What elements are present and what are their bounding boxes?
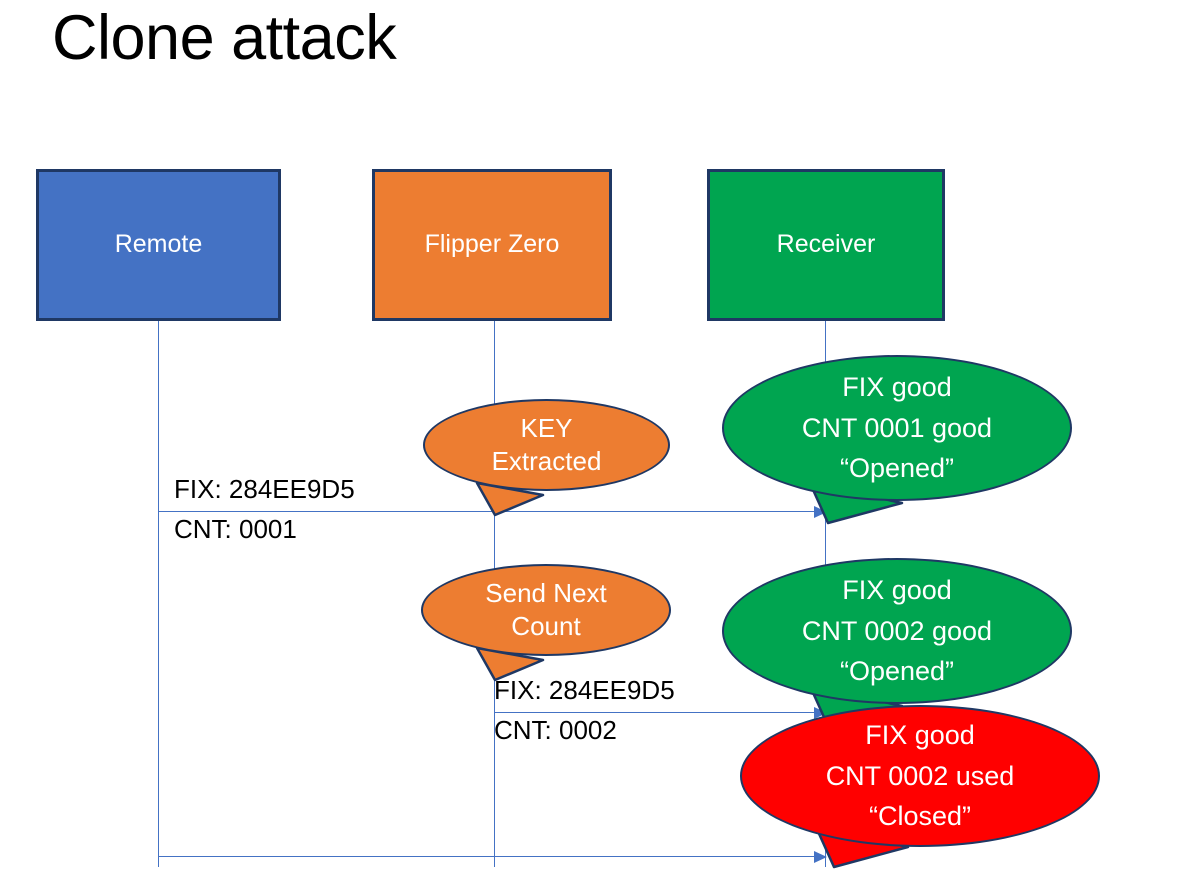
bubble-body-cnt-0002-good: FIX good CNT 0002 good “Opened”: [722, 558, 1072, 704]
message-1-cnt-label: CNT: 0001: [174, 514, 297, 544]
bubble-line: FIX good: [842, 575, 952, 606]
bubble-line: “Closed”: [868, 801, 972, 832]
bubble-body-send-next-count: Send Next Count: [421, 564, 671, 656]
bubble-line: “Opened”: [839, 453, 955, 484]
bubble-line: FIX good: [865, 720, 975, 751]
actor-box-receiver[interactable]: Receiver: [707, 169, 945, 321]
message-2-fix-label: FIX: 284EE9D5: [494, 675, 675, 705]
actor-label-receiver: Receiver: [776, 230, 876, 259]
speech-bubble-cnt-0002-used[interactable]: FIX good CNT 0002 used “Closed”: [740, 705, 1100, 869]
message-arrow-remote-to-receiver-2: [158, 851, 827, 863]
bubble-body-cnt-0001-good: FIX good CNT 0001 good “Opened”: [722, 355, 1072, 501]
bubble-body-cnt-0002-used: FIX good CNT 0002 used “Closed”: [740, 705, 1100, 847]
message-2-cnt-label: CNT: 0002: [494, 715, 617, 745]
bubble-line: Send Next: [485, 577, 607, 608]
actor-box-flipper-zero[interactable]: Flipper Zero: [372, 169, 612, 321]
bubble-body-key-extracted: KEY Extracted: [423, 399, 670, 491]
bubble-line: Count: [511, 611, 581, 641]
speech-bubble-cnt-0001-good[interactable]: FIX good CNT 0001 good “Opened”: [722, 355, 1072, 525]
bubble-line: CNT 0001 good: [801, 412, 993, 443]
actor-label-remote: Remote: [114, 230, 203, 259]
bubble-line: KEY: [520, 412, 573, 443]
page-title: Clone attack: [52, 3, 397, 73]
lifeline-remote: [158, 321, 159, 867]
speech-bubble-cnt-0002-good[interactable]: FIX good CNT 0002 good “Opened”: [722, 558, 1072, 728]
bubble-line: “Opened”: [839, 656, 955, 687]
bubble-line: FIX good: [842, 372, 952, 403]
speech-bubble-send-next-count[interactable]: Send Next Count: [421, 564, 671, 682]
speech-bubble-key-extracted[interactable]: KEY Extracted: [423, 399, 670, 517]
actor-label-flipper-zero: Flipper Zero: [424, 230, 560, 259]
actor-box-remote[interactable]: Remote: [36, 169, 281, 321]
message-1-fix-label: FIX: 284EE9D5: [174, 474, 355, 504]
bubble-line: CNT 0002 good: [801, 615, 993, 646]
bubble-line: Extracted: [491, 446, 602, 476]
bubble-line: CNT 0002 used: [825, 760, 1015, 791]
